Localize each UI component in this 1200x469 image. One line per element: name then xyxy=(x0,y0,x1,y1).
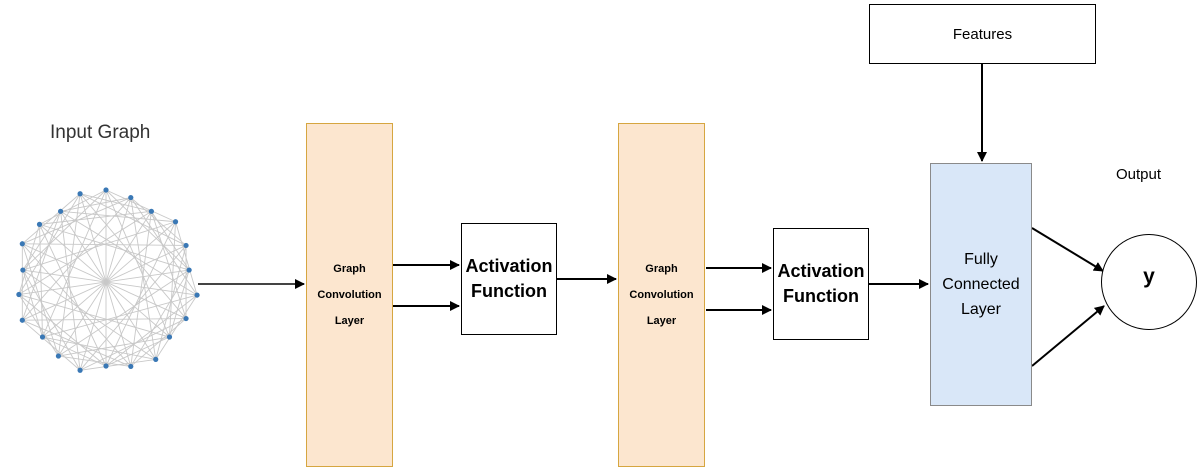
act1-line1: Activation xyxy=(465,256,553,276)
gcl1-line1: Graph xyxy=(333,263,366,275)
graph-convolution-layer-2: Graph Convolution Layer xyxy=(618,123,705,467)
graph-edge xyxy=(169,221,176,338)
act2-line1: Activation xyxy=(777,261,865,281)
gcl1-line2: Convolution xyxy=(317,289,382,301)
graph-edge xyxy=(79,193,132,367)
graph-edge xyxy=(22,211,61,271)
graph-node xyxy=(103,363,109,369)
graph-edge xyxy=(105,294,198,367)
arrow-fcl-to-output-bottom xyxy=(1031,305,1105,367)
graph-edge xyxy=(22,243,187,246)
gcl2-line3: Layer xyxy=(646,315,677,327)
graph-node xyxy=(19,317,25,323)
graph-convolution-layer-1: Graph Convolution Layer xyxy=(306,123,393,467)
activation-function-2: Activation Function xyxy=(773,228,869,340)
graph-edge xyxy=(22,269,43,338)
features-label: Features xyxy=(952,25,1013,43)
graph-edge xyxy=(58,211,152,357)
graph-edge xyxy=(60,210,198,296)
graph-edge xyxy=(169,269,190,338)
graph-edge xyxy=(42,221,176,338)
graph-node xyxy=(172,219,179,225)
graph-node xyxy=(20,267,26,273)
fcl-line1: Fully xyxy=(964,251,998,268)
fcl-line3: Layer xyxy=(960,301,1002,318)
graph-edge xyxy=(22,243,187,319)
graph-edge xyxy=(39,210,152,225)
graph-node xyxy=(16,291,22,298)
graph-edge xyxy=(60,211,81,371)
graph-edge xyxy=(39,224,107,367)
graph-edge xyxy=(42,336,107,367)
graph-node xyxy=(19,241,25,247)
output-node: y xyxy=(1101,234,1197,330)
graph-edge xyxy=(22,221,176,271)
graph-node xyxy=(128,363,134,370)
gcl1-line3: Layer xyxy=(334,315,365,327)
graph-node xyxy=(148,208,155,214)
graph-node xyxy=(77,367,83,373)
graph-edge xyxy=(130,211,152,367)
graph-node xyxy=(166,334,173,340)
arrow-fcl-to-output-top xyxy=(1031,227,1104,272)
graph-edge xyxy=(22,245,187,321)
graph-nodes xyxy=(16,187,200,373)
graph-edge xyxy=(60,210,176,223)
graph-edge xyxy=(42,336,156,360)
graph-edge xyxy=(58,269,190,357)
graph-edge xyxy=(79,193,152,212)
graph-edge xyxy=(105,336,170,367)
graph-edge xyxy=(22,269,156,360)
output-label: Output xyxy=(1116,166,1162,183)
graph-edge xyxy=(79,193,187,246)
act2-line2: Function xyxy=(783,286,859,306)
graph-node xyxy=(77,191,83,197)
graph-node xyxy=(36,221,43,227)
graph-node xyxy=(183,315,189,322)
graph-edge xyxy=(79,193,187,319)
graph-edge xyxy=(79,197,132,371)
graph-node xyxy=(128,194,134,201)
graph-edge xyxy=(60,197,131,212)
graph-edges xyxy=(18,189,198,371)
output-symbol: y xyxy=(1143,265,1155,288)
graph-edge xyxy=(18,210,152,295)
fully-connected-layer: Fully Connected Layer xyxy=(930,163,1032,406)
fcl-line2: Connected xyxy=(942,276,1020,293)
graph-edge xyxy=(39,224,170,338)
gcl2-line2: Convolution xyxy=(629,289,694,301)
graph-edge xyxy=(60,211,157,360)
graph-edge xyxy=(105,189,170,338)
graph-edge xyxy=(18,269,190,295)
graph-edge xyxy=(21,197,132,321)
graph-edge xyxy=(22,189,107,271)
graph-edge xyxy=(22,269,81,371)
graph-edge xyxy=(39,189,107,225)
graph-node xyxy=(103,187,109,193)
graph-node xyxy=(183,242,189,249)
input-graph-label: Input Graph xyxy=(50,122,151,143)
graph-edge xyxy=(39,223,190,271)
graph-node xyxy=(57,208,64,214)
graph-node xyxy=(55,353,62,359)
graph-edge xyxy=(105,221,176,367)
graph-node xyxy=(186,267,192,273)
graph-node xyxy=(153,356,159,362)
act1-line2: Function xyxy=(471,281,547,301)
activation-function-1: Activation Function xyxy=(461,223,557,335)
graph-edge xyxy=(42,294,198,338)
gcl2-line1: Graph xyxy=(645,263,678,275)
features-box: Features xyxy=(869,4,1096,64)
graph-edge xyxy=(18,294,170,338)
graph-node xyxy=(194,292,200,298)
graph-edge xyxy=(151,211,190,271)
graph-node xyxy=(39,334,46,340)
graph-edge xyxy=(21,211,62,321)
